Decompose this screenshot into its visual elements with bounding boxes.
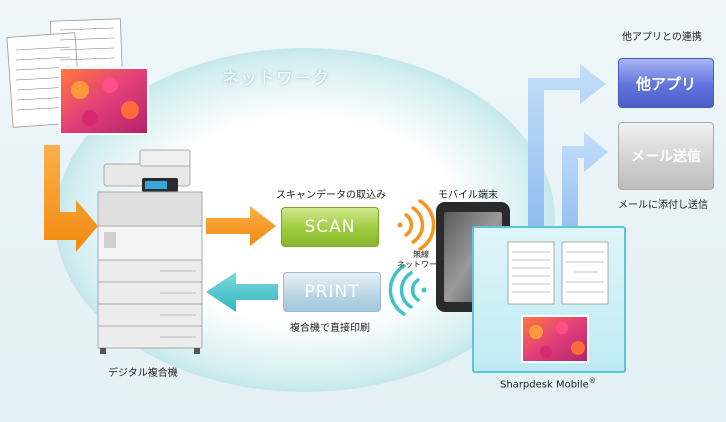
wifi-orange-icon — [397, 199, 436, 251]
teal-arrow-print — [206, 272, 278, 312]
print-caption: 複合機で直接印刷 — [290, 323, 370, 334]
print-button[interactable]: PRINT — [283, 272, 381, 312]
document-stack-icon — [6, 18, 149, 135]
orange-arrow-down — [44, 145, 98, 252]
mfp-printer-icon — [97, 149, 203, 354]
mail-send-button[interactable]: メール送信 — [618, 122, 714, 190]
wifi-teal-icon — [388, 264, 427, 316]
mfp-caption: デジタル複合機 — [108, 368, 178, 379]
sharpdesk-mobile-label: Sharpdesk Mobile® — [500, 377, 596, 390]
other-app-caption: 他アプリとの連携 — [622, 32, 702, 43]
registered-mark: ® — [588, 377, 596, 385]
wireless-line1: 無線 — [413, 250, 429, 259]
orange-arrow-scan — [206, 206, 276, 246]
mobile-documents-icon — [507, 241, 609, 363]
scan-caption: スキャンデータの取込み — [276, 190, 386, 201]
mobile-terminal-label: モバイル端末 — [438, 190, 498, 201]
sharpdesk-name: Sharpdesk Mobile — [500, 379, 589, 391]
sharpdesk-mobile-panel — [472, 226, 626, 373]
scan-button[interactable]: SCAN — [281, 207, 379, 247]
mail-caption: メールに添付し送信 — [618, 200, 708, 211]
wireless-network-label: 無線 ネットワーク — [397, 250, 445, 270]
blue-arrow-other-app — [528, 64, 606, 228]
wireless-line2: ネットワーク — [397, 260, 445, 269]
blue-arrow-mail — [562, 132, 608, 240]
other-app-button[interactable]: 他アプリ — [618, 58, 714, 108]
network-label: ネットワーク — [222, 69, 330, 89]
